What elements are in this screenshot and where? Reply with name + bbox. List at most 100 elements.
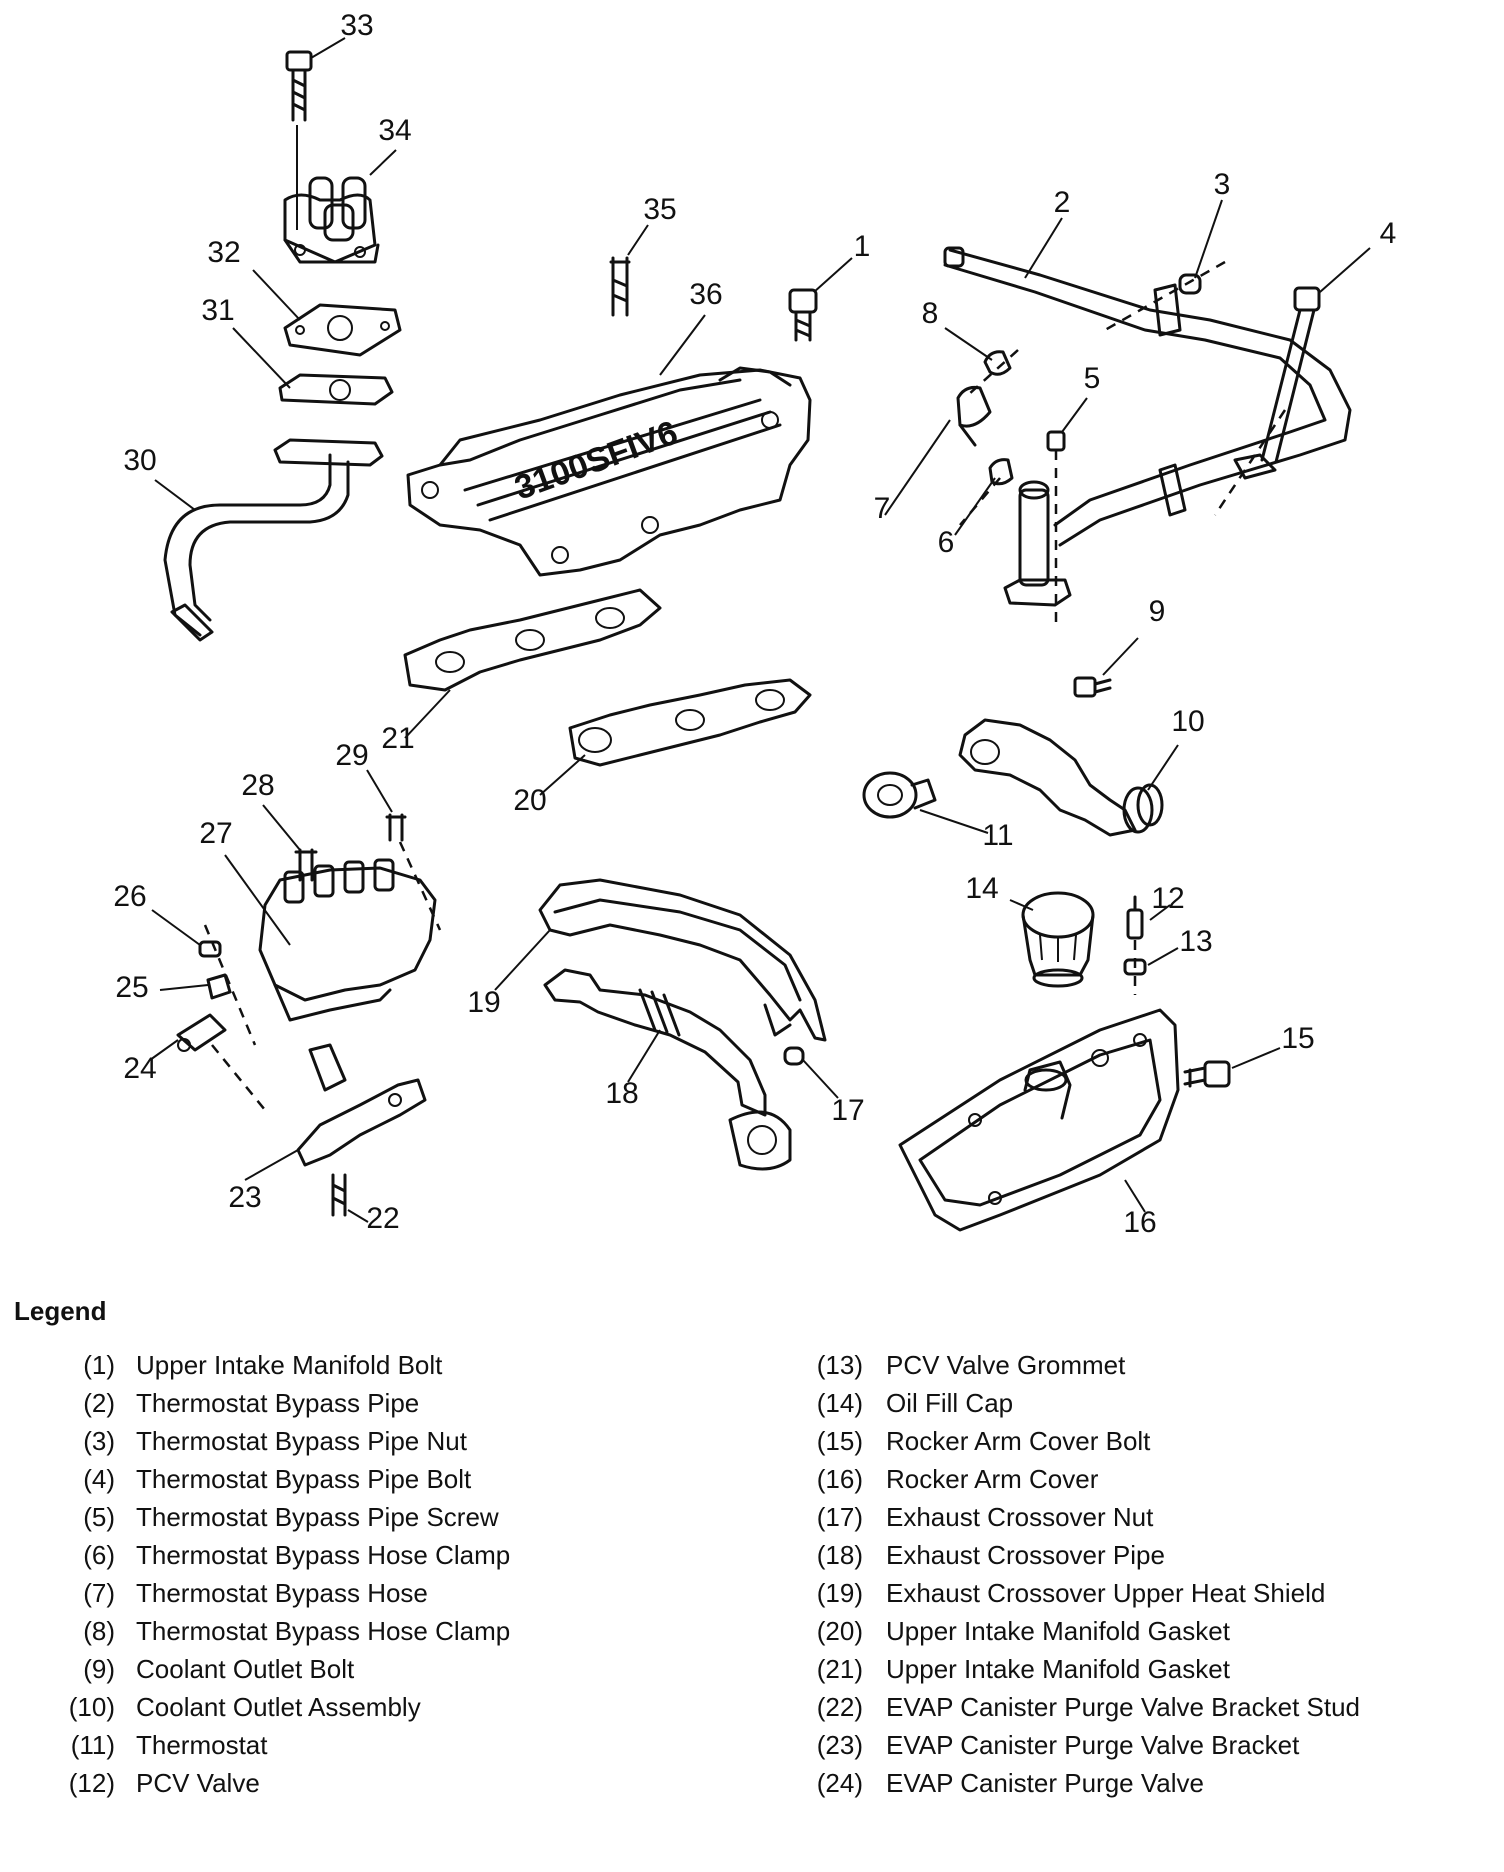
callout-16: 16 bbox=[1123, 1206, 1156, 1239]
legend-item-number: (18) bbox=[816, 1540, 863, 1570]
legend-item: (16) Rocker Arm Cover bbox=[760, 1460, 1460, 1498]
legend-item-number: (14) bbox=[816, 1388, 863, 1418]
part-34-egr-valve bbox=[283, 176, 380, 264]
legend-item: (24)EVAP Canister Purge Valve bbox=[760, 1764, 1460, 1802]
callout-13: 13 bbox=[1179, 925, 1212, 958]
part-22-stud bbox=[331, 1173, 347, 1217]
legend-item-label: PCV Valve Grommet bbox=[886, 1350, 1126, 1380]
part-32-egr-gasket bbox=[283, 303, 402, 357]
callout-25: 25 bbox=[115, 971, 148, 1004]
legend-item: (18) Exhaust Crossover Pipe bbox=[760, 1536, 1460, 1574]
legend-item-number: (16) bbox=[816, 1464, 863, 1494]
legend-item: (17) Exhaust Crossover Nut bbox=[760, 1498, 1460, 1536]
legend-item-number: (10) bbox=[68, 1692, 115, 1722]
part-7-hose bbox=[956, 386, 992, 447]
part-5-screw bbox=[1046, 430, 1066, 630]
legend-item-number: (23) bbox=[816, 1730, 863, 1760]
legend-item-label: Upper Intake Manifold Bolt bbox=[136, 1350, 443, 1380]
legend-item-number: (21) bbox=[816, 1654, 863, 1684]
legend-item-label: Upper Intake Manifold Gasket bbox=[886, 1654, 1230, 1684]
legend-item-label: Thermostat Bypass Hose Clamp bbox=[136, 1616, 511, 1646]
part-33-bolt bbox=[285, 50, 313, 122]
legend-item: (10) Coolant Outlet Assembly bbox=[0, 1688, 700, 1726]
callout-33: 33 bbox=[340, 9, 373, 42]
legend-item: (4)Thermostat Bypass Pipe Bolt bbox=[0, 1460, 700, 1498]
part-12-pcv-valve bbox=[1126, 895, 1144, 940]
legend-item: (21) Upper Intake Manifold Gasket bbox=[760, 1650, 1460, 1688]
part-21-gasket bbox=[403, 588, 662, 692]
legend-item-label: Thermostat Bypass Pipe Nut bbox=[136, 1426, 467, 1456]
legend-item: (23)EVAP Canister Purge Valve Bracket bbox=[760, 1726, 1460, 1764]
part-36-upper-intake-manifold: 3100SFIV6 bbox=[406, 366, 812, 577]
legend-item: (15) Rocker Arm Cover Bolt bbox=[760, 1422, 1460, 1460]
legend-item-number: (1) bbox=[83, 1350, 115, 1380]
legend-item-number: (19) bbox=[816, 1578, 863, 1608]
callout-15: 15 bbox=[1281, 1022, 1314, 1055]
part-8-clamp bbox=[983, 350, 1012, 376]
legend-item-number: (6) bbox=[83, 1540, 115, 1570]
legend-item: (20) Upper Intake Manifold Gasket bbox=[760, 1612, 1460, 1650]
legend-item-label: Exhaust Crossover Nut bbox=[886, 1502, 1154, 1532]
part-18-crossover-pipe bbox=[543, 968, 792, 1171]
legend-item: (14) Oil Fill Cap bbox=[760, 1384, 1460, 1422]
legend-item-number: (15) bbox=[816, 1426, 863, 1456]
legend-title: Legend bbox=[14, 1296, 107, 1326]
legend-item: (2)Thermostat Bypass Pipe bbox=[0, 1384, 700, 1422]
legend-item-number: (17) bbox=[816, 1502, 863, 1532]
callout-5: 5 bbox=[1084, 362, 1101, 395]
legend-item-label: Thermostat Bypass Hose bbox=[136, 1578, 428, 1608]
legend-item-number: (20) bbox=[816, 1616, 863, 1646]
part-4-bolt bbox=[1233, 286, 1321, 480]
callout-26: 26 bbox=[113, 880, 146, 913]
part-24-purge-valve bbox=[176, 1013, 227, 1052]
legend-item-label: EVAP Canister Purge Valve Bracket Stud bbox=[886, 1692, 1361, 1722]
legend-item: (1) Upper Intake Manifold Bolt bbox=[0, 1346, 700, 1384]
legend-item-label: Thermostat Bypass Pipe bbox=[136, 1388, 420, 1418]
callout-32: 32 bbox=[207, 236, 240, 269]
legend-item-number: (8) bbox=[83, 1616, 115, 1646]
callout-17: 17 bbox=[831, 1094, 864, 1127]
legend-item-label: Thermostat Bypass Pipe Bolt bbox=[136, 1464, 472, 1494]
legend-item-label: Exhaust Crossover Pipe bbox=[886, 1540, 1165, 1570]
callout-22: 22 bbox=[366, 1202, 399, 1235]
part-17-nut bbox=[783, 1046, 805, 1066]
callout-31: 31 bbox=[201, 294, 234, 327]
legend-column-right: (13)PCV Valve Grommet(14)Oil Fill Cap(15… bbox=[760, 1346, 1460, 1802]
part-9-bolt bbox=[1073, 676, 1112, 698]
legend-item-label: Upper Intake Manifold Gasket bbox=[886, 1616, 1230, 1646]
callout-29: 29 bbox=[335, 739, 368, 772]
callout-19: 19 bbox=[467, 986, 500, 1019]
legend-item: (22) EVAP Canister Purge Valve Bracket St… bbox=[760, 1688, 1460, 1726]
legend-item-label: Rocker Arm Cover Bolt bbox=[886, 1426, 1151, 1456]
callout-30: 30 bbox=[123, 444, 156, 477]
legend-item: (3)Thermostat Bypass Pipe Nut bbox=[0, 1422, 700, 1460]
part-3-nut bbox=[1178, 273, 1202, 295]
legend-item-label: Rocker Arm Cover bbox=[886, 1464, 1099, 1494]
part-13-grommet bbox=[1123, 940, 1147, 995]
part-20-gasket bbox=[568, 678, 812, 767]
callout-4: 4 bbox=[1380, 217, 1397, 250]
part-14-oil-fill-cap bbox=[1021, 891, 1095, 988]
legend-item-number: (22) bbox=[816, 1692, 863, 1722]
callout-3: 3 bbox=[1214, 168, 1231, 201]
callout-35: 35 bbox=[643, 193, 676, 226]
part-31-egr-adapter bbox=[278, 373, 394, 406]
callout-24: 24 bbox=[123, 1052, 156, 1085]
callout-20: 20 bbox=[513, 784, 546, 817]
callout-36: 36 bbox=[689, 278, 722, 311]
legend-item-label: Coolant Outlet Assembly bbox=[136, 1692, 421, 1722]
callout-numbers: 1234567891011121314151617181920212223242… bbox=[113, 9, 1396, 1239]
part-30-egr-pipe bbox=[163, 438, 384, 642]
legend-item-label: Thermostat Bypass Hose Clamp bbox=[136, 1540, 511, 1570]
part-23-bracket bbox=[296, 1043, 427, 1167]
callout-10: 10 bbox=[1171, 705, 1204, 738]
legend-item: (6) Thermostat Bypass Hose Clamp bbox=[0, 1536, 700, 1574]
part-26-clamp bbox=[198, 940, 222, 958]
part-25-fitting bbox=[206, 973, 232, 1000]
callout-1: 1 bbox=[854, 230, 871, 263]
legend-item-label: Oil Fill Cap bbox=[886, 1388, 1014, 1418]
callout-14: 14 bbox=[965, 872, 998, 905]
legend-item-number: (11) bbox=[70, 1730, 115, 1760]
legend-item-label: Thermostat bbox=[136, 1730, 268, 1760]
callout-9: 9 bbox=[1149, 595, 1166, 628]
